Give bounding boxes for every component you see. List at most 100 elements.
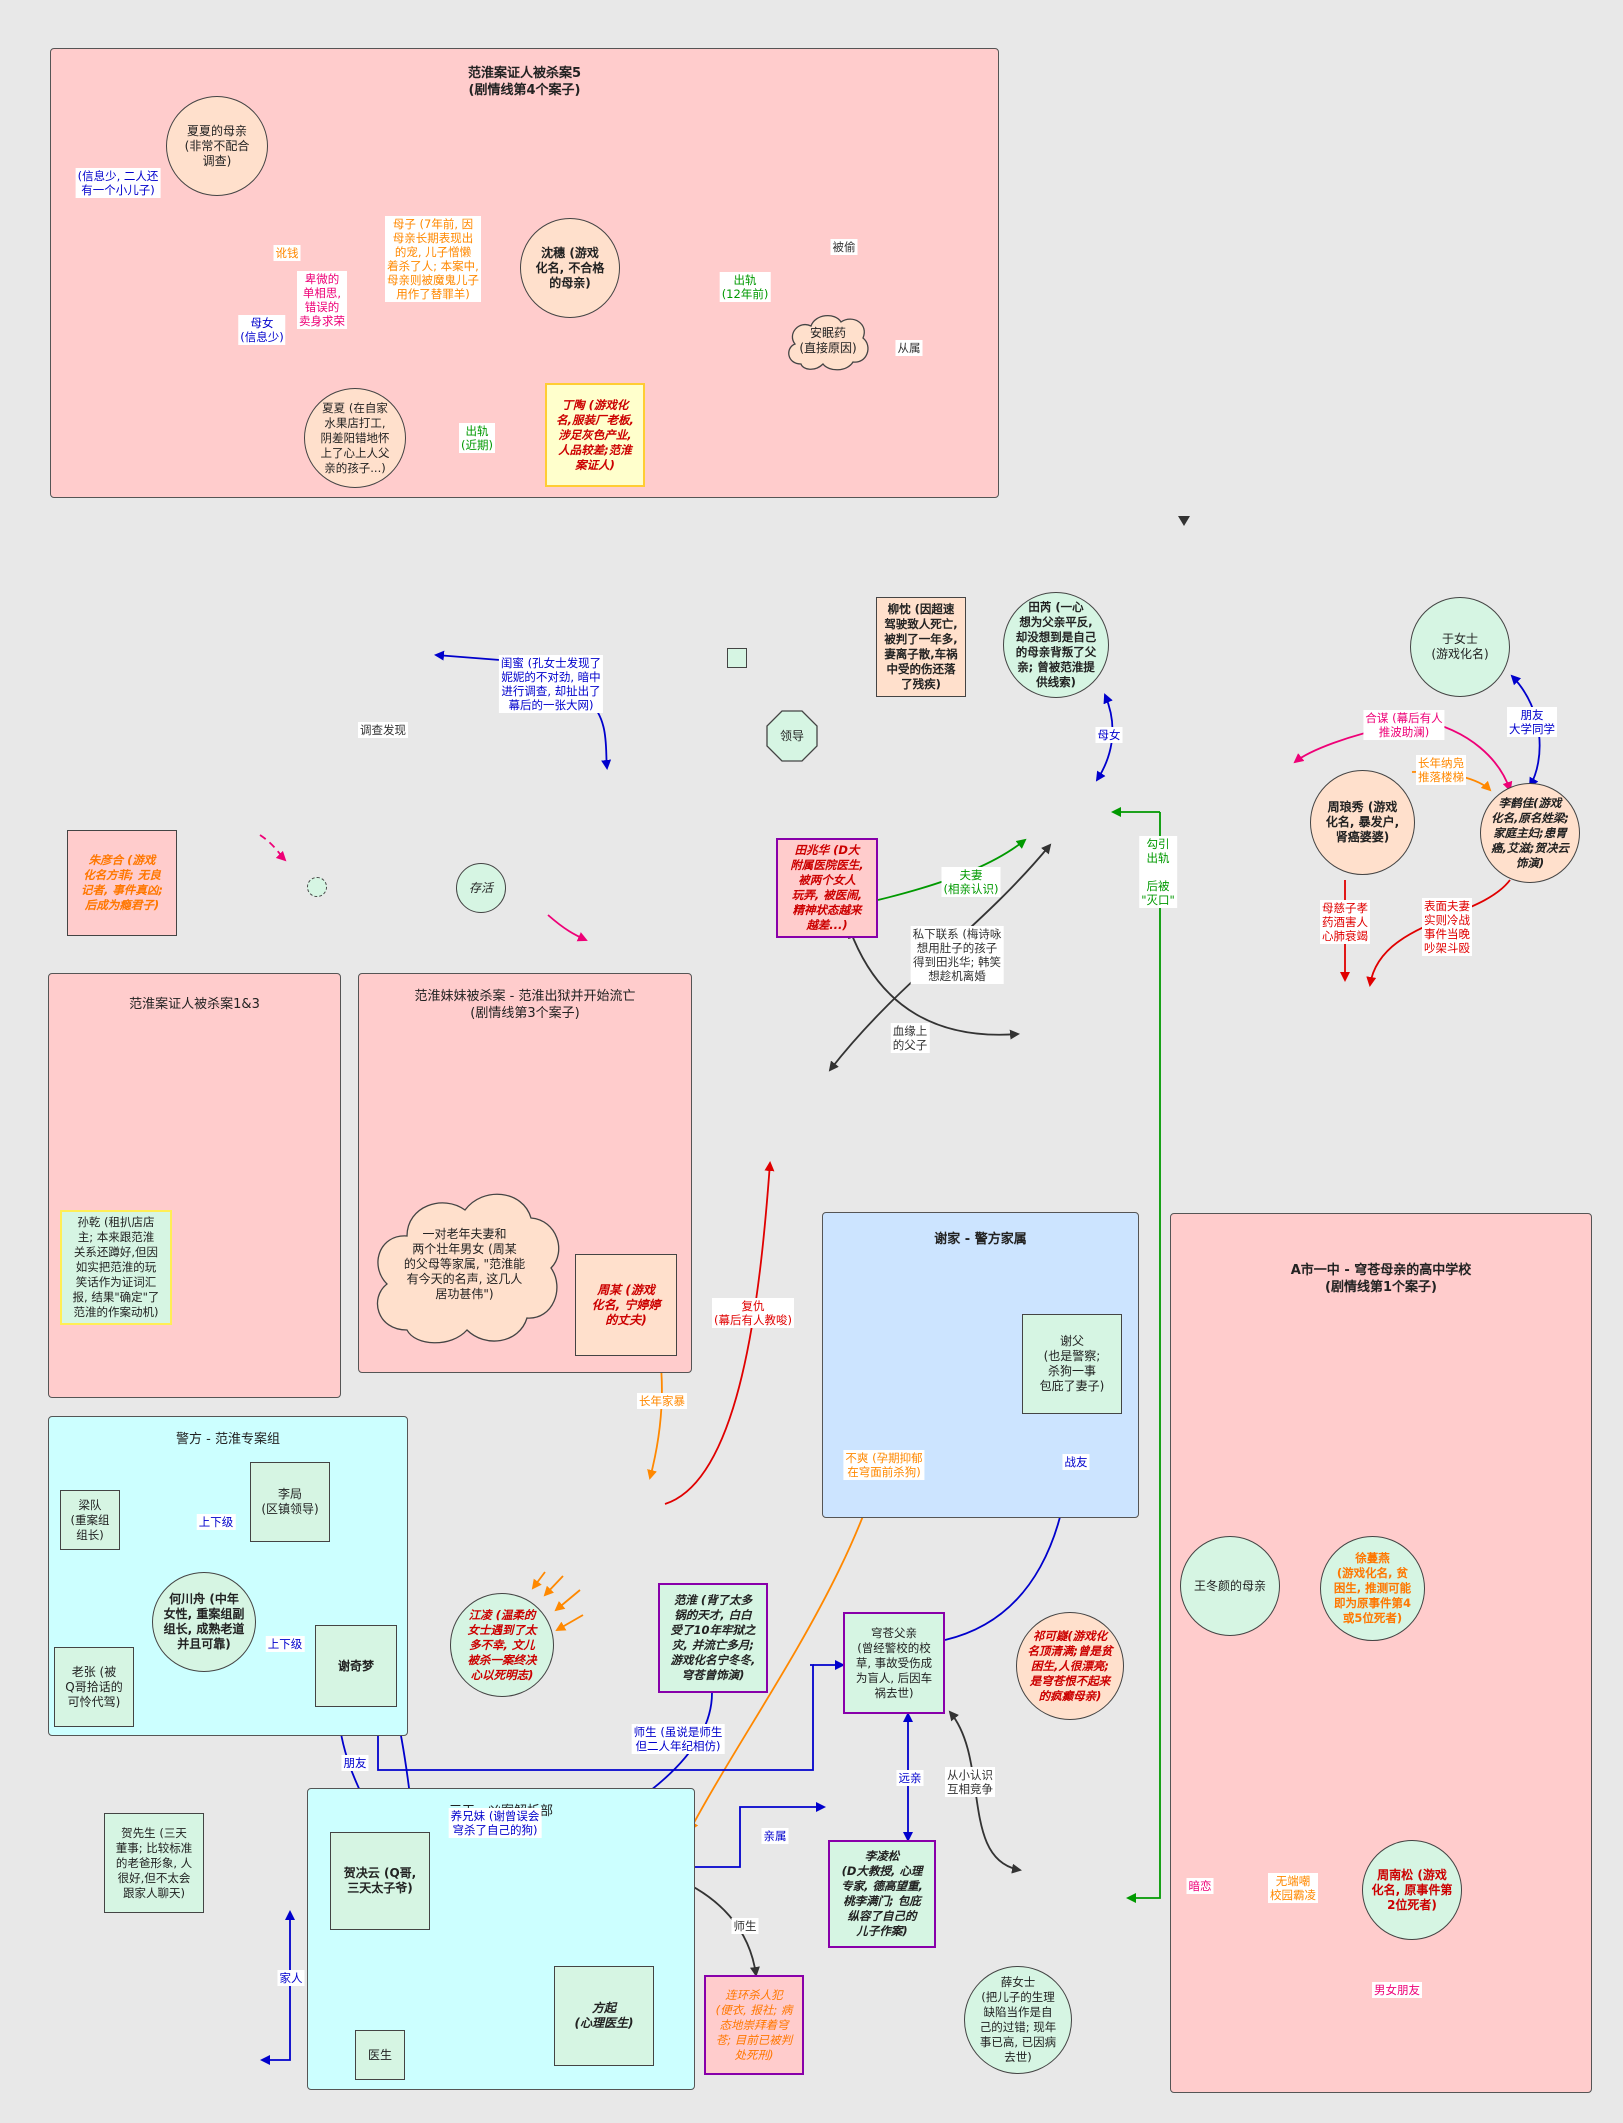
node-yunvshi[interactable]: 于女士 (游戏化名): [1410, 597, 1510, 697]
small-square-node[interactable]: [727, 648, 747, 668]
node-zhounansong[interactable]: 周南松 (游戏 化名, 原事件第 2位死者): [1362, 1840, 1462, 1940]
node-old-couple[interactable]: 一对老年夫妻和 两个壮年男女 (周某 的父母等家属, "范淮能 有今天的名声, …: [367, 1180, 562, 1348]
node-zhuliange[interactable]: 朱彦合 (游戏 化名方菲; 无良 记者, 事件真凶; 后成为瘾君子): [67, 830, 177, 936]
edge-label-xueyuan: 血缘上 的父子: [890, 1023, 930, 1053]
edge-fuchou: [664, 1161, 775, 1505]
node-liuzhong[interactable]: 柳忱 (因超速 驾驶致人死亡, 被判了一年多, 妻离子散,车祸 中受的伤还落 了…: [876, 597, 966, 697]
edge-label-hemou: 合谋 (幕后有人 推波助澜): [1363, 710, 1445, 740]
edge-label-anlian: 暗恋: [1186, 1878, 1214, 1894]
small-dashed-node[interactable]: [307, 877, 327, 897]
edge-label-fuqi: 夫妻 (相亲认识): [941, 867, 1001, 897]
edge-label-changnian: 长年纳凫 推落楼梯: [1416, 755, 1466, 785]
edge-label-shisheng: 师生: [731, 1918, 759, 1934]
edge-label-zhanyou: 战友: [1062, 1454, 1090, 1470]
edge-label-congshu: 从属: [895, 340, 923, 356]
edge-congxiao: [948, 1710, 1022, 1874]
group-case5-title: 范淮案证人被杀案5 (剧情线第4个案子): [467, 66, 582, 98]
node-fangqi[interactable]: 方起 (心理医生): [554, 1966, 654, 2066]
node-tianrui[interactable]: 田芮 (一心 想为父亲平反, 却没想到是自己 的母亲背叛了父 亲; 曾被范淮提 …: [1003, 592, 1109, 698]
edge-guimi-left: [434, 650, 501, 661]
node-xuenvshi[interactable]: 薛女士 (把儿子的生理 缺陷当作是自 己的过错; 现年 事已高, 已因病 去世): [964, 1966, 1072, 2074]
edge-label-beiwei: 卑微的 单相思, 错误的 卖身求荣: [297, 271, 347, 329]
node-xiaxia-mother[interactable]: 夏夏的母亲 (非常不配合 调查): [166, 96, 268, 196]
edge-label-info-little: (信息少, 二人还 有一个小儿子): [75, 168, 161, 198]
node-xiaxia[interactable]: 夏夏 (在自家 水果店打工, 阴差阳错地怀 上了心上人父 亲的孩子...): [304, 388, 406, 488]
node-dingtao[interactable]: 丁陶 (游戏化 名,服装厂老板, 涉足灰色产业, 人品较差;范淮 案证人): [545, 383, 645, 487]
edge-label-jiaren: 家人: [277, 1970, 305, 1986]
edge-label-muyu-xinxishao: 母女 (信息少): [238, 315, 286, 345]
node-sunqian[interactable]: 孙乾 (租扒店店 主; 本来跟范淮 关系还蹲好,但因 如实把范淮的玩 笑话作为证…: [60, 1210, 172, 1325]
node-wangdongyan-mother[interactable]: 王冬颜的母亲: [1180, 1536, 1280, 1636]
edge-label-shisheng-fh: 师生 (虽说是师生 但二人年纪相仿): [631, 1724, 725, 1754]
edge-label-muzi: 母子 (7年前, 因 母亲长期表现出 的宠, 儿子憎懒 着杀了人; 本案中, 母…: [385, 216, 481, 302]
node-qiongcang-father[interactable]: 穹苍父亲 (曾经警校的校 草, 事故受伤成 为盲人, 后因车 祸去世): [843, 1612, 945, 1714]
group-school-title: A市一中 - 穹苍母亲的高中学校 (剧情线第1个案子): [1290, 1263, 1472, 1295]
edge-label-yangxiongmei: 养兄妹 (谢曾误会 穹杀了自己的狗): [448, 1808, 542, 1838]
node-tianzhaohua[interactable]: 田兆华 (D大 附属医院医生, 被两个女人 玩弄, 被医闹, 精神状态越来 越差…: [776, 838, 878, 938]
edge-label-chugui-recent: 出轨 (近期): [459, 423, 495, 453]
edge-qinshu: [695, 1802, 826, 1868]
node-laozhang[interactable]: 老张 (被 Q哥拾话的 可怜代驾): [54, 1647, 134, 1727]
node-zhoumou[interactable]: 周某 (游戏 化名, 宁婷婷 的丈夫): [575, 1254, 677, 1356]
edge-xueyuan: [848, 928, 1020, 1040]
edge-label-yuanqin: 远亲: [896, 1770, 924, 1786]
edge-label-guimi: 闺蜜 (孔女士发现了 妮妮的不对劲, 暗中 进行调查, 却扯出了 幕后的一张大网…: [498, 655, 604, 713]
node-zhoulangxiu[interactable]: 周琅秀 (游戏 化名, 暴发户, 肾癌婆婆): [1310, 770, 1415, 875]
node-anmianyao-label: 安眠药 (直接原因): [799, 326, 857, 355]
edge-jiangling-1: [531, 1571, 546, 1590]
node-old-couple-label: 一对老年夫妻和 两个壮年男女 (周某 的父母等家属, "范淮能 有今天的名声, …: [403, 1226, 526, 1301]
node-fanhuai[interactable]: 范淮 (背了太多 锅的天才, 白白 受了10年牢狱之 灾, 并流亡多月; 游戏化…: [658, 1583, 768, 1693]
cloud-shape: [376, 1193, 560, 1344]
edge-label-munv: 母女: [1095, 727, 1123, 743]
edge-label-pengyou: 朋友: [341, 1755, 369, 1771]
edge-label-pengyou-daxue: 朋友 大学同学: [1507, 707, 1557, 737]
node-hejueyun[interactable]: 贺决云 (Q哥, 三天太子爷): [330, 1832, 430, 1930]
node-shenhui[interactable]: 沈穗 (游戏 化名, 不合格 的母亲): [520, 218, 620, 318]
node-xiefu[interactable]: 谢父 (也是警察; 杀狗一事 包庇了妻子): [1022, 1314, 1122, 1414]
edge-label-chugui-12: 出轨 (12年前): [719, 272, 771, 302]
edge-munv: [1095, 693, 1114, 782]
edge-label-changnian-jiabao: 长年家暴: [637, 1393, 687, 1409]
edge-jiaren: [260, 1910, 295, 2065]
node-lilingsong[interactable]: 李凌松 (D大教授, 心理 专家, 德高望重, 桃李满门; 包庇 纵容了自己的 …: [828, 1840, 936, 1948]
node-xieqimeng[interactable]: 谢奇梦: [315, 1625, 397, 1707]
edge-label-muci: 母慈子孝 药酒害人 心肺衰竭: [1320, 900, 1370, 944]
edge-magenta-arrow: [547, 914, 588, 942]
node-liju[interactable]: 李局 (区镇领导): [250, 1462, 330, 1542]
edge-label-shangxiaji1: 上下级: [196, 1514, 236, 1530]
edge-label-congxiao: 从小认识 互相竞争: [945, 1767, 995, 1797]
edge-label-biaomian: 表面夫妻 实则冷战 事件当晚 吵架斗殴: [1422, 898, 1472, 956]
edge-label-fuchou: 复仇 (幕后有人教唆): [712, 1298, 794, 1328]
node-lijinjia[interactable]: 李鹤佳(游戏 化名,原名姓梁; 家庭主妇;患胃 癌,艾滋;贺决云 饰演): [1480, 783, 1580, 883]
edge-label-gouyin: 勾引 出轨 后被 "灭口": [1139, 836, 1177, 908]
node-liangdui[interactable]: 梁队 (重案组 组长): [60, 1490, 120, 1550]
node-xumanyan[interactable]: 徐蔓燕 (游戏化名, 贫 困生, 推测可能 即为原事件第4 或5位死者): [1320, 1536, 1425, 1641]
edge-label-elianqian: 讹钱: [273, 245, 301, 261]
group-case13[interactable]: 范淮案证人被杀案1&3: [48, 973, 341, 1398]
node-lingdao-label: 领导: [779, 728, 804, 743]
octagon-shape: [766, 710, 818, 762]
node-lingdao[interactable]: 领导: [766, 710, 818, 762]
group-case13-title: 范淮案证人被杀案1&3: [129, 997, 260, 1012]
group-sister-title: 范淮妹妹被杀案 - 范淮出狱并开始流亡 (剧情线第3个案子): [414, 989, 636, 1021]
group-school[interactable]: A市一中 - 穹苍母亲的高中学校 (剧情线第1个案子): [1170, 1213, 1592, 2093]
edge-changnian-jiabao: [647, 1355, 663, 1480]
node-serial-killer[interactable]: 连环杀人犯 (便衣, 报社; 病 态地崇拜着穹 苍; 目前已被判 处死刑): [704, 1975, 804, 2075]
group-police-title: 警方 - 范淮专案组: [176, 1432, 280, 1447]
edge-jiangling-4: [555, 1614, 584, 1631]
edge-label-nanvpengyou: 男女朋友: [1372, 1982, 1422, 1998]
node-cunhuo[interactable]: 存活: [456, 863, 506, 913]
edge-label-shangxiaji2: 上下级: [265, 1636, 305, 1652]
node-hexiansheng[interactable]: 贺先生 (三天 董事; 比较标准 的老爸形象, 人 很好,但不太会 跟家人聊天): [104, 1813, 204, 1913]
edge-dashed-magenta: [259, 834, 287, 862]
node-yisheng[interactable]: 医生: [355, 2030, 405, 2080]
node-anmianyao[interactable]: 安眠药 (直接原因): [783, 306, 873, 376]
stray-arrow-head: [1178, 516, 1190, 526]
node-jiangling[interactable]: 江凌 (温柔的 女士遇到了太 多不幸, 文儿 被杀一案终决 心以死明志): [450, 1593, 554, 1697]
edge-label-sixia: 私下联系 (梅诗咏 想用肚子的孩子 得到田兆华; 韩笑 想趁机离婚: [910, 926, 1004, 984]
node-qikeyi[interactable]: 祁可嶷(游戏化 名顶清满;曾是贫 困生,人很漂亮; 是穹苍恨不起来 的疯癫母亲): [1016, 1612, 1124, 1720]
group-xie-title: 谢家 - 警方家属: [934, 1232, 1027, 1247]
edge-gouyin: [1126, 812, 1161, 1903]
edge-label-diaocha: 调查发现: [358, 722, 408, 738]
node-hechuanzhou[interactable]: 何川舟 (中年 女性, 重案组副 组长, 成熟老道 并且可靠): [152, 1572, 256, 1672]
